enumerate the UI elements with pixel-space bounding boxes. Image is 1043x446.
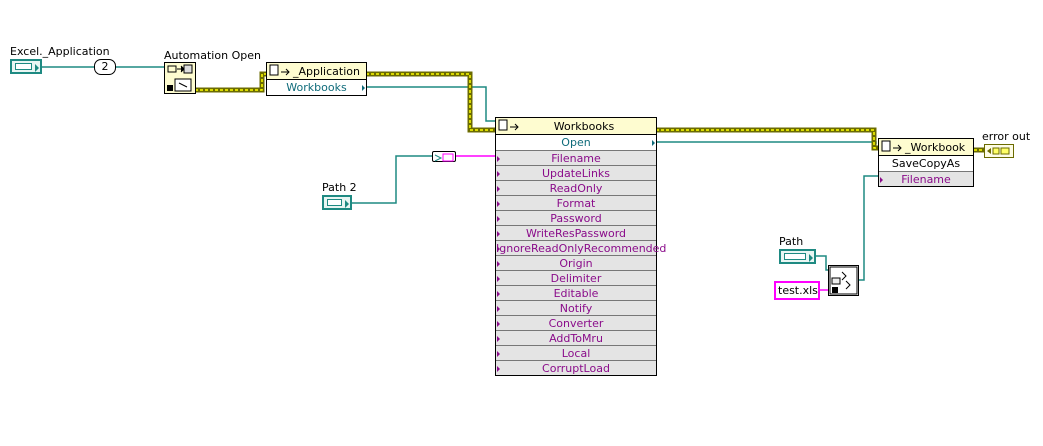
param-notify-label: Notify bbox=[559, 302, 593, 315]
param-row-filename[interactable]: Filename bbox=[496, 150, 656, 165]
input-arrow-icon bbox=[497, 321, 500, 327]
param-addtomru-label: AddToMru bbox=[549, 332, 603, 345]
wire-build-to-filename bbox=[858, 175, 878, 281]
param-readonly-label: ReadOnly bbox=[549, 182, 603, 195]
output-arrow-icon bbox=[35, 64, 39, 72]
path2-label: Path 2 bbox=[322, 181, 357, 194]
error-out-indicator[interactable] bbox=[984, 144, 1014, 158]
automation-open-label: Automation Open bbox=[164, 49, 261, 62]
workbook-invoke-node-body: SaveCopyAs Filename bbox=[878, 156, 974, 187]
param-row-password[interactable]: Password bbox=[496, 210, 656, 225]
input-arrow-icon bbox=[497, 276, 500, 282]
string-constant[interactable]: test.xls bbox=[774, 281, 820, 300]
param-origin-label: Origin bbox=[559, 257, 593, 270]
application-property-node-body: Workbooks bbox=[266, 80, 367, 96]
method-row-open[interactable]: Open bbox=[496, 135, 656, 150]
param-row-corruptload[interactable]: CorruptLoad bbox=[496, 360, 656, 375]
param-delimiter-label: Delimiter bbox=[550, 272, 602, 285]
param-row-readonly[interactable]: ReadOnly bbox=[496, 180, 656, 195]
param-row-notify[interactable]: Notify bbox=[496, 300, 656, 315]
param-row-editable[interactable]: Editable bbox=[496, 285, 656, 300]
workbook-class-name: _Workbook bbox=[905, 141, 966, 154]
input-arrow-icon bbox=[497, 351, 500, 357]
property-workbooks-label: Workbooks bbox=[286, 81, 347, 94]
param-updatelinks-label: UpdateLinks bbox=[541, 167, 611, 180]
input-arrow-icon bbox=[497, 366, 500, 372]
error-out-label: error out bbox=[982, 130, 1031, 143]
automation-open-node[interactable] bbox=[164, 62, 196, 94]
output-arrow-icon bbox=[345, 200, 349, 208]
param-row-updatelinks[interactable]: UpdateLinks bbox=[496, 165, 656, 180]
param-row-origin[interactable]: Origin bbox=[496, 255, 656, 270]
input-arrow-icon bbox=[497, 171, 500, 177]
path-to-string-icon bbox=[434, 153, 454, 162]
wire-open-to-workbook bbox=[656, 141, 877, 144]
method-row-savecopyas[interactable]: SaveCopyAs bbox=[879, 156, 973, 171]
param-password-label: Password bbox=[550, 212, 602, 225]
param-ignorereadonlyrecommended-label: IgnoreReadOnlyRecommended bbox=[496, 242, 667, 255]
param-row-filename[interactable]: Filename bbox=[879, 171, 973, 186]
input-arrow-icon bbox=[497, 306, 500, 312]
param-corruptload-label: CorruptLoad bbox=[542, 362, 610, 375]
input-arrow-icon bbox=[497, 291, 500, 297]
input-arrow-icon bbox=[497, 216, 500, 222]
wire-path2-to-convert bbox=[350, 155, 432, 204]
automation-open-icon bbox=[167, 64, 193, 92]
input-arrow-icon bbox=[880, 177, 883, 183]
wire-workbooks-ref bbox=[366, 86, 496, 122]
param-row-writerespassword[interactable]: WriteResPassword bbox=[496, 225, 656, 240]
workbooks-class-name: Workbooks bbox=[553, 120, 615, 133]
method-open-label: Open bbox=[561, 136, 591, 149]
param-row-local[interactable]: Local bbox=[496, 345, 656, 360]
input-arrow-icon bbox=[497, 246, 500, 252]
input-arrow-icon bbox=[497, 231, 500, 237]
param-filename-label: Filename bbox=[901, 173, 951, 186]
build-path-node[interactable] bbox=[828, 265, 859, 296]
output-arrow-icon bbox=[809, 254, 813, 262]
param-row-addtomru[interactable]: AddToMru bbox=[496, 330, 656, 345]
path-icon bbox=[327, 199, 342, 206]
workbook-invoke-node-header[interactable]: _Workbook bbox=[878, 138, 974, 156]
path-label: Path bbox=[779, 235, 804, 248]
invoke-node-icon bbox=[498, 119, 519, 131]
error-cluster-icon bbox=[987, 147, 1010, 155]
invoke-node-icon bbox=[881, 140, 902, 152]
param-local-label: Local bbox=[561, 347, 591, 360]
excel-application-refnum-control[interactable] bbox=[10, 59, 42, 74]
workbooks-invoke-node-header[interactable]: Workbooks bbox=[495, 117, 657, 135]
build-path-icon bbox=[829, 266, 858, 295]
application-class-name: _Application bbox=[293, 65, 360, 78]
param-row-converter[interactable]: Converter bbox=[496, 315, 656, 330]
method-savecopyas-label: SaveCopyAs bbox=[891, 157, 961, 170]
param-editable-label: Editable bbox=[553, 287, 599, 300]
property-node-icon bbox=[269, 64, 290, 76]
path2-control[interactable] bbox=[322, 195, 352, 210]
param-row-ignorereadonlyrecommended[interactable]: IgnoreReadOnlyRecommended bbox=[496, 240, 666, 255]
param-row-delimiter[interactable]: Delimiter bbox=[496, 270, 656, 285]
output-arrow-icon bbox=[362, 85, 365, 91]
numeric-constant[interactable]: 2 bbox=[94, 59, 116, 75]
refnum-icon bbox=[15, 63, 32, 70]
param-filename-label: Filename bbox=[551, 152, 601, 165]
input-arrow-icon bbox=[497, 201, 500, 207]
param-converter-label: Converter bbox=[548, 317, 604, 330]
input-arrow-icon bbox=[497, 186, 500, 192]
output-arrow-icon bbox=[652, 140, 655, 146]
input-arrow-icon bbox=[497, 336, 500, 342]
input-arrow-icon bbox=[497, 156, 500, 162]
param-format-label: Format bbox=[556, 197, 596, 210]
path-to-string-node[interactable] bbox=[432, 151, 456, 162]
param-row-format[interactable]: Format bbox=[496, 195, 656, 210]
input-arrow-icon bbox=[497, 261, 500, 267]
path-control[interactable] bbox=[779, 249, 816, 264]
property-row-workbooks[interactable]: Workbooks bbox=[267, 80, 366, 95]
path-icon bbox=[784, 253, 806, 260]
param-writerespassword-label: WriteResPassword bbox=[525, 227, 627, 240]
excel-application-label: Excel._Application bbox=[10, 45, 110, 58]
application-property-node-header[interactable]: _Application bbox=[266, 62, 367, 80]
